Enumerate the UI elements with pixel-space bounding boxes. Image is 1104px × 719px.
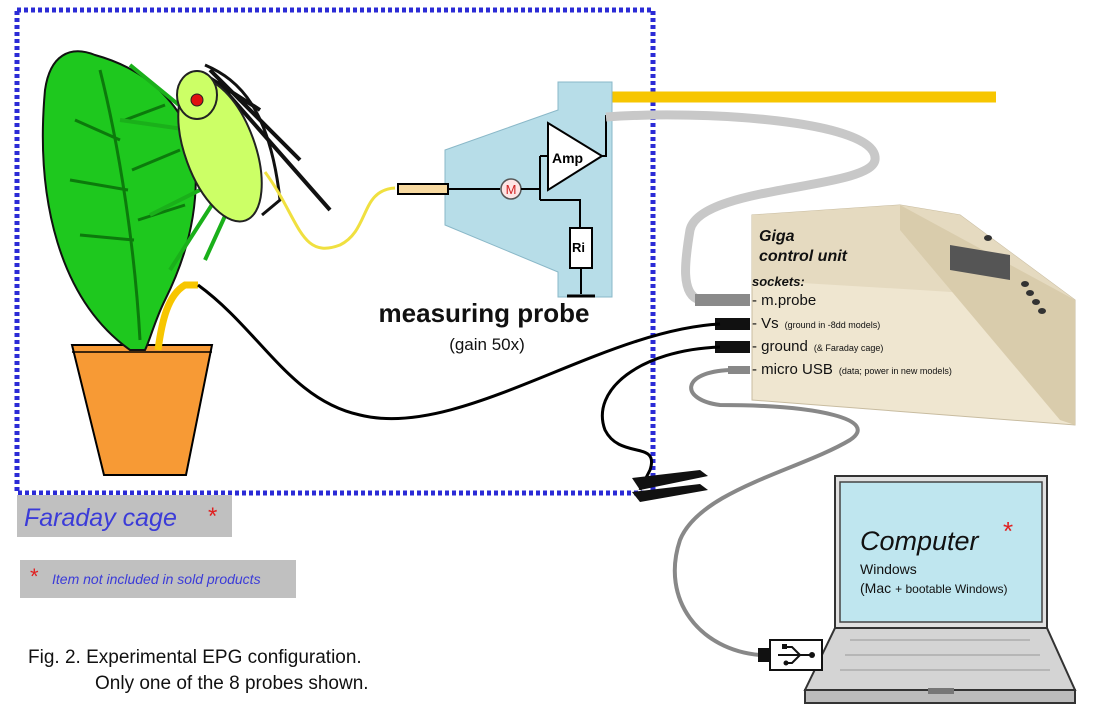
item-note-box	[20, 560, 296, 598]
faraday-label: Faraday cage	[24, 504, 177, 532]
laptop-icon	[803, 475, 1077, 704]
device-screen	[950, 245, 1010, 280]
faraday-asterisk: *	[208, 503, 217, 530]
aphid-icon	[119, 63, 332, 272]
vs-wire	[197, 283, 721, 421]
socket-usb: - micro USB(data; power in new models)	[752, 361, 952, 378]
computer-label: Computer	[860, 526, 980, 556]
m-label: M	[506, 182, 517, 197]
caption-line-2: Only one of the 8 probes shown.	[95, 673, 369, 694]
faraday-label-box	[17, 495, 232, 537]
leaf-icon	[41, 50, 197, 351]
socket-mprobe: - m.probe	[752, 292, 816, 309]
usb-connector	[728, 366, 750, 374]
probe-tip	[397, 183, 449, 195]
control-unit-label: control unit	[759, 248, 848, 265]
computer-asterisk: *	[1003, 516, 1013, 546]
sockets-label: sockets:	[752, 274, 805, 289]
usb-cable	[672, 368, 860, 657]
laptop-screen	[839, 481, 1043, 623]
control-unit	[751, 204, 1076, 426]
pot-icon	[70, 344, 214, 476]
vs-connector	[715, 318, 750, 330]
mac-label: (Mac+ bootable Windows)	[860, 580, 1008, 596]
socket-vs: - Vs(ground in -8dd models)	[752, 315, 880, 332]
probe-line-5	[540, 199, 581, 228]
windows-label: Windows	[860, 561, 917, 577]
probe-cable	[605, 110, 880, 305]
usb-icon	[758, 639, 823, 671]
giga-label: Giga	[759, 228, 795, 245]
aphid-wire	[263, 171, 396, 250]
item-note-asterisk: *	[30, 564, 39, 589]
ground-wire	[600, 345, 721, 491]
mprobe-connector	[695, 294, 750, 306]
ground-connector	[715, 341, 750, 353]
amplifier-icon	[547, 121, 604, 192]
probe-title: measuring probe	[379, 298, 590, 328]
alligator-clip-icon	[632, 470, 708, 502]
faraday-cage-outline	[14, 7, 656, 496]
socket-ground: - ground(& Faraday cage)	[752, 338, 883, 355]
leaf-veins	[69, 69, 186, 341]
item-note: Item not included in sold products	[52, 571, 261, 587]
caption-line-1: Fig. 2. Experimental EPG configuration.	[28, 647, 362, 668]
probe-gain: (gain 50x)	[449, 335, 525, 354]
amp-label: Amp	[552, 150, 583, 166]
ri-label: Ri	[572, 240, 585, 255]
ground-wire-gold	[154, 281, 198, 351]
amp-out-line	[602, 115, 607, 157]
